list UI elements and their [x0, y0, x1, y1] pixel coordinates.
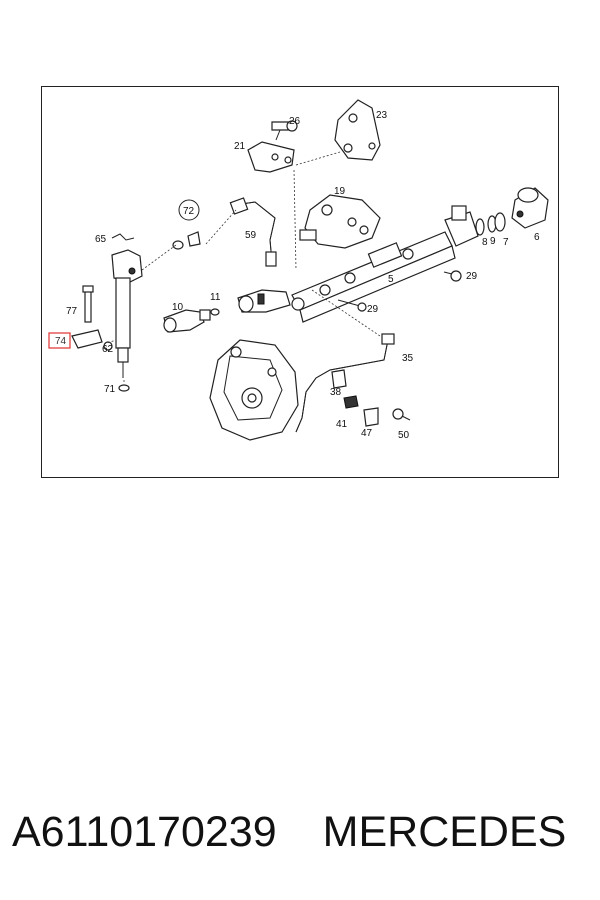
- sensor-10: [163, 309, 211, 333]
- callout-47: 47: [361, 428, 373, 439]
- clip-65: [111, 233, 135, 241]
- valve-19: [299, 194, 381, 249]
- callout-9: 9: [490, 236, 496, 247]
- callout-19: 19: [334, 186, 346, 197]
- callout-29-a: 29: [466, 271, 478, 282]
- callout-38: 38: [330, 387, 342, 398]
- injector-62: [111, 249, 143, 378]
- callout-11: 11: [210, 292, 221, 303]
- leader-lines: [103, 151, 381, 384]
- part-72: [172, 231, 201, 250]
- highlight-box-74: [48, 332, 71, 349]
- clamp-74: [71, 329, 113, 351]
- callout-59: 59: [245, 230, 257, 241]
- callout-72-circle: [178, 199, 200, 221]
- callout-65: 65: [95, 234, 107, 245]
- line-35: [295, 333, 395, 433]
- callout-26: 26: [289, 116, 301, 127]
- callout-77: 77: [66, 306, 78, 317]
- pressure-regulator: [511, 187, 549, 229]
- callout-71: 71: [104, 384, 116, 395]
- callout-29-b: 29: [367, 304, 379, 315]
- clip-41: [343, 395, 359, 409]
- bolt-26: [271, 120, 298, 141]
- callout-74: 74: [55, 336, 67, 347]
- callout-41: 41: [336, 419, 348, 430]
- seal-71: [118, 384, 130, 392]
- bolt-50: [392, 408, 411, 421]
- clamp-38: [331, 369, 347, 389]
- leak-line-59: [229, 197, 277, 267]
- callout-7: 7: [503, 237, 509, 248]
- callout-5: 5: [388, 274, 394, 285]
- brand-name: MERCEDES: [322, 807, 567, 856]
- high-pressure-pump: [209, 339, 299, 441]
- callout-6: 6: [534, 232, 540, 243]
- part-caption: A6110170239 MERCEDES: [12, 804, 592, 860]
- rail-end-fitting: [444, 205, 479, 247]
- rail-sensor: [237, 289, 291, 313]
- seal-11: [210, 308, 220, 316]
- callout-35: 35: [402, 353, 414, 364]
- callout-72: 72: [183, 206, 195, 217]
- part-number: A6110170239: [12, 807, 277, 856]
- bolt-29-b: [337, 299, 367, 312]
- bolt-29-a: [443, 270, 462, 282]
- bracket-23: [334, 99, 381, 161]
- callout-21: 21: [234, 141, 246, 152]
- bolt-77: [82, 285, 94, 323]
- part-47: [363, 407, 379, 427]
- callout-8: 8: [482, 237, 488, 248]
- callout-50: 50: [398, 430, 410, 441]
- callout-10: 10: [172, 302, 184, 313]
- callout-23: 23: [376, 110, 388, 121]
- seal-rings: [475, 212, 506, 236]
- callout-62: 62: [102, 344, 114, 355]
- bracket-21: [247, 141, 295, 173]
- fuel-rail: [291, 231, 456, 323]
